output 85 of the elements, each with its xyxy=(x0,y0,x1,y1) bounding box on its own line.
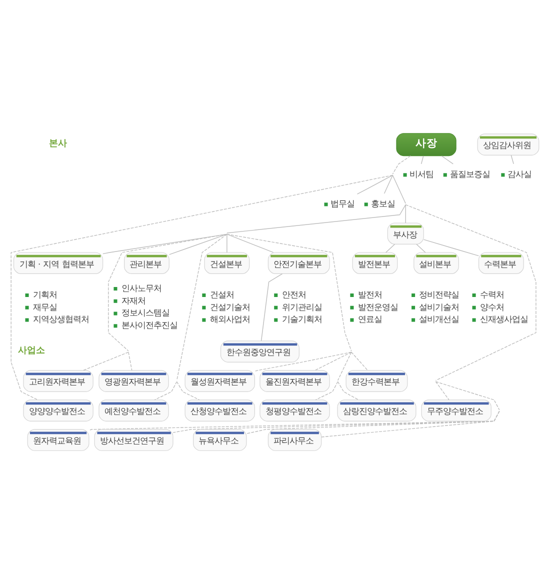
node-label: 재무실 xyxy=(32,301,57,312)
connector xyxy=(260,272,283,341)
node-box xyxy=(364,202,368,206)
node-label: 발전처 xyxy=(358,288,382,299)
connector xyxy=(314,351,352,370)
node-box: 삼랑진양수발전소 xyxy=(337,399,416,421)
connector xyxy=(356,174,393,194)
node-label: 건설처 xyxy=(210,288,234,299)
node-label: 비서팀 xyxy=(410,168,434,179)
node-label: 품질보증실 xyxy=(450,168,490,179)
connector xyxy=(168,233,228,254)
connector xyxy=(416,243,426,252)
connector xyxy=(154,233,228,400)
node-box: 기획 · 지역 협력본부 xyxy=(13,252,104,274)
node-label: 안전처 xyxy=(282,288,306,299)
node-label: 본사이전추진실 xyxy=(121,320,178,330)
connector xyxy=(82,233,228,370)
node-label: 해외사업처 xyxy=(210,314,250,324)
node-box: 양양양수발전소 xyxy=(23,399,94,421)
connector xyxy=(321,410,500,437)
node-label: 신재생사업실 xyxy=(480,314,528,324)
node-box: 원자력교육원 xyxy=(27,428,90,450)
connector xyxy=(10,154,411,400)
node-box: 한강수력본부 xyxy=(346,370,408,392)
node-box xyxy=(443,172,447,176)
node-box: 산청양수발전소 xyxy=(184,399,255,421)
connector xyxy=(226,233,274,252)
node-label: 법무실 xyxy=(330,198,355,208)
connector xyxy=(423,238,480,256)
node-label: 설비개선실 xyxy=(419,314,460,324)
node-label: 설비기술처 xyxy=(419,301,460,312)
connector xyxy=(337,380,359,400)
connector xyxy=(420,155,424,164)
connector xyxy=(405,204,406,223)
node-label: 기획처 xyxy=(32,288,57,299)
node-label: 발전운영실 xyxy=(358,301,398,312)
connector xyxy=(510,154,514,164)
node-label: 자재처 xyxy=(121,294,146,305)
node-label: 지역상생협력처 xyxy=(32,314,89,324)
connector xyxy=(226,233,352,371)
node-box: 사장 xyxy=(396,132,456,156)
node-box xyxy=(324,202,328,206)
connector xyxy=(315,351,352,400)
label: 사업소 xyxy=(18,346,46,356)
connector xyxy=(385,243,396,252)
node-box xyxy=(501,172,505,176)
node-box: 설비본부 xyxy=(414,252,459,274)
connector xyxy=(226,233,228,252)
node-box: 방사선보건연구원 xyxy=(94,428,174,450)
node-label: 감사실 xyxy=(508,168,532,179)
node-label: 정비전략실 xyxy=(419,288,460,299)
node-box: 예천양수발전소 xyxy=(98,399,169,421)
connector xyxy=(405,204,536,400)
node-label: 위기관리실 xyxy=(282,301,322,312)
connector xyxy=(351,351,368,370)
connector xyxy=(128,351,132,370)
node-label: 건설기술처 xyxy=(210,301,250,312)
node-box: 관리본부 xyxy=(124,252,170,274)
connector xyxy=(102,174,406,254)
node-box: 발전본부 xyxy=(352,252,398,274)
node-box: 청평양수발전소 xyxy=(260,399,330,421)
node-box: 무주양수발전소 xyxy=(421,399,492,421)
node-label: 연료실 xyxy=(358,314,382,324)
node-box: 건설본부 xyxy=(204,252,250,274)
node-label: 홍보실 xyxy=(370,198,395,208)
node-label: 인사노무처 xyxy=(121,282,162,292)
node-label: 양수처 xyxy=(480,301,504,312)
label: 본사 xyxy=(49,138,68,149)
node-box: 영광원자력본부 xyxy=(98,370,169,392)
node-box: 파리사무소 xyxy=(268,428,322,450)
connector xyxy=(176,380,200,400)
node-box: 안전기술본부 xyxy=(268,252,330,274)
node-box xyxy=(403,172,407,176)
node-box: 상임감사위원 xyxy=(477,133,540,155)
connector xyxy=(88,380,500,430)
node-label: 수력처 xyxy=(480,288,504,299)
node-box: 수력본부 xyxy=(478,252,524,274)
node-box: 뉴욕사무소 xyxy=(193,428,247,450)
node-label: 정보시스템실 xyxy=(121,307,170,318)
connector xyxy=(384,174,393,194)
node-box: 고리원자력본부 xyxy=(23,370,94,392)
node-box: 울진원자력본부 xyxy=(260,370,330,392)
node-box: 월성원자력본부 xyxy=(184,370,255,392)
node-label: 기술기획처 xyxy=(282,314,322,324)
connector xyxy=(441,155,454,164)
